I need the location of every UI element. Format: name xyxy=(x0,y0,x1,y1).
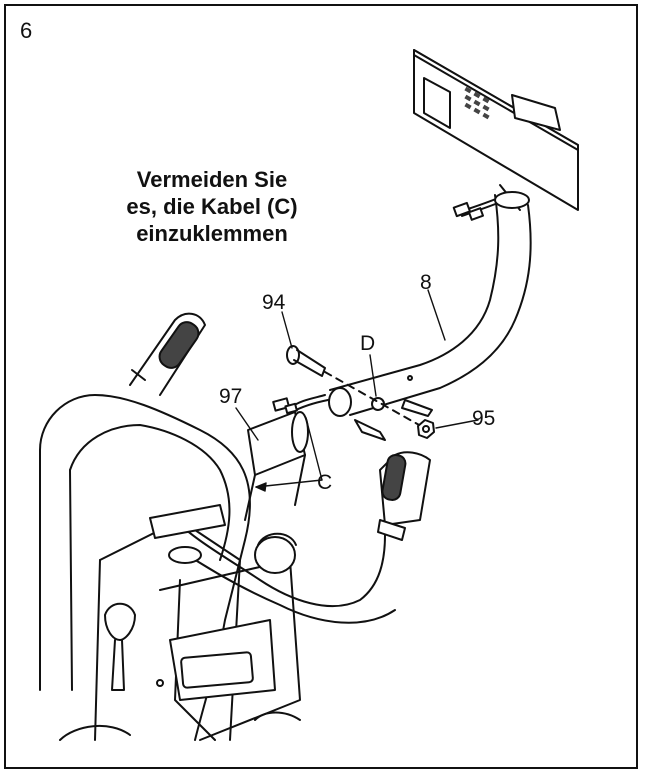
callout-c: C xyxy=(317,471,333,494)
step-number: 6 xyxy=(20,18,33,43)
upright-tube xyxy=(328,191,532,441)
caution-line-1: Vermeiden Sie xyxy=(136,167,288,192)
stem-97 xyxy=(244,411,309,521)
cable-c xyxy=(272,394,329,415)
console-panel xyxy=(413,49,579,211)
callout-8: 8 xyxy=(420,271,432,294)
caution-note: Vermeiden Sie es, die Kabel (C) einzukle… xyxy=(92,166,332,247)
callout-94: 94 xyxy=(262,291,286,314)
caution-line-3: einzuklemmen xyxy=(136,221,288,246)
diagram-frame xyxy=(4,4,638,769)
leader-lines xyxy=(235,289,479,492)
bolt-94 xyxy=(286,345,326,377)
bike-frame xyxy=(59,504,301,741)
callout-d: D xyxy=(360,332,376,355)
handlebar xyxy=(39,312,431,741)
caution-line-2: es, die Kabel (C) xyxy=(126,194,298,219)
callout-95: 95 xyxy=(472,407,496,430)
callout-97: 97 xyxy=(219,385,243,408)
nut-95 xyxy=(417,419,435,439)
